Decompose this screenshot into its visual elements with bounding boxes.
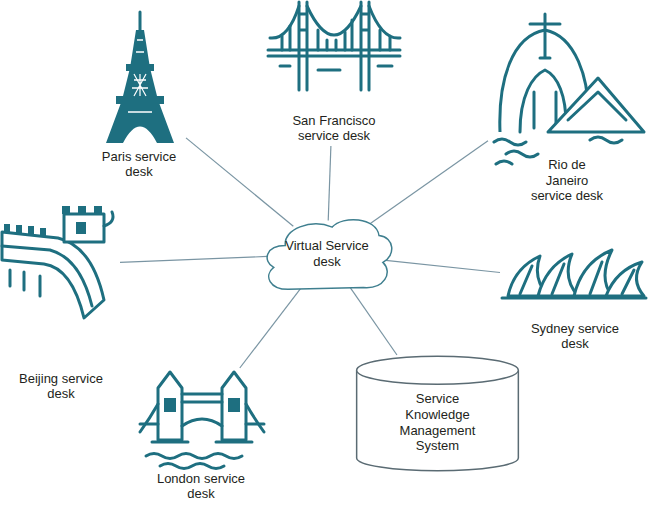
connector-line [364, 141, 488, 228]
desk-label: Beijing service desk [16, 371, 106, 402]
tower-bridge-icon [140, 372, 264, 469]
desk-label: Sydney service desk [530, 321, 620, 352]
great-wall-icon [2, 206, 113, 318]
city-desk: Beijing service desk [2, 204, 120, 404]
desk-label: San Francisco service desk [284, 113, 384, 144]
city-desk: London service desk [135, 368, 267, 504]
city-desk: Sydney service desk [500, 244, 650, 354]
desk-label: Paris service desk [96, 149, 182, 180]
desk-label: Service Knowledge Management System [394, 391, 482, 453]
connector-line [120, 256, 267, 262]
city-desk: Rio de Janeiro service desk [488, 10, 646, 206]
connector-line [328, 146, 331, 220]
city-desk: Paris service desk [92, 10, 186, 182]
golden-gate-icon [268, 2, 400, 90]
connector-line [349, 285, 397, 355]
sydney-opera-icon [502, 250, 646, 298]
desk-label: Rio de Janeiro service desk [526, 157, 608, 204]
desk-label: London service desk [156, 471, 246, 502]
connector-line [186, 138, 293, 226]
knowledge-database: Service Knowledge Management System [355, 355, 520, 472]
desk-label: Virtual Service desk [285, 238, 369, 269]
city-desk: San Francisco service desk [266, 2, 402, 146]
rio-icon [494, 14, 644, 164]
connector-line [240, 285, 304, 368]
cloud-hub: Virtual Service desk [262, 212, 392, 296]
connector-line [386, 260, 500, 272]
eiffel-tower-icon [106, 12, 174, 143]
